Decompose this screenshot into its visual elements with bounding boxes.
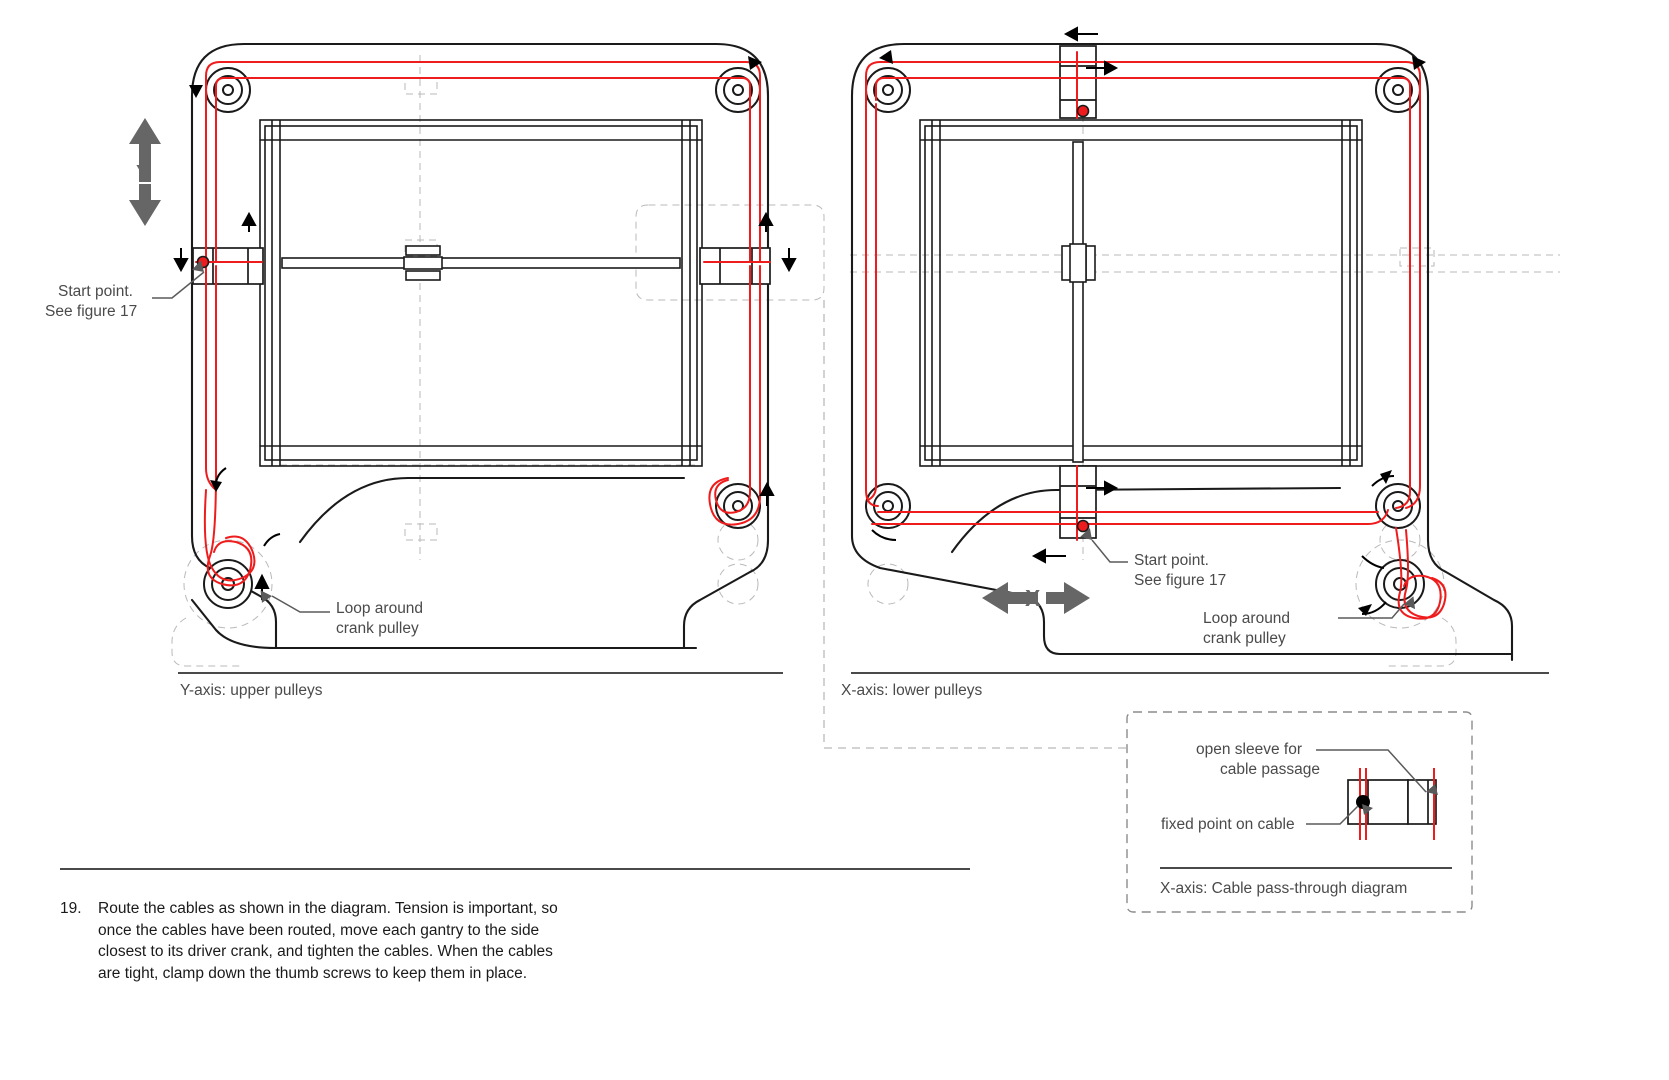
right-start-point-label-line2: See figure 17 — [1134, 572, 1227, 589]
right-caption-rule — [851, 672, 1549, 674]
y-axis-label: Y — [136, 160, 152, 186]
inset-open-sleeve-label-line2: cable passage — [1220, 761, 1320, 778]
left-figure-caption: Y-axis: upper pulleys — [180, 682, 323, 699]
instruction-text: Route the cables as shown in the diagram… — [98, 900, 558, 982]
inset-panel-border — [1126, 711, 1473, 913]
right-loop-crank-label-line1: Loop around — [1203, 610, 1291, 627]
left-caption-rule — [178, 672, 783, 674]
instruction-number: 19. — [60, 900, 82, 917]
inset-figure-caption: X-axis: Cable pass-through diagram — [1160, 880, 1408, 897]
inset-open-sleeve-label-line1: open sleeve for — [1196, 741, 1302, 758]
instruction-rule — [60, 868, 970, 870]
left-loop-crank-label-line2: crank pulley — [336, 620, 419, 637]
x-axis-label: X — [1025, 585, 1041, 611]
inset-fixed-point-label: fixed point on cable — [1161, 816, 1295, 833]
y-axis-arrow — [129, 118, 161, 226]
right-start-point-label-line1: Start point. — [1134, 552, 1209, 569]
x-axis-arrow — [982, 582, 1090, 614]
right-loop-crank-label-line2: crank pulley — [1203, 630, 1286, 647]
left-loop-crank-label-line1: Loop around — [336, 600, 424, 617]
right-fixed-point-dots — [1076, 104, 1090, 533]
instruction-step: 19. Route the cables as shown in the dia… — [60, 898, 560, 984]
left-start-point-label-line2: See figure 17 — [45, 303, 138, 320]
right-figure-caption: X-axis: lower pulleys — [841, 682, 983, 699]
left-start-point-label-line1: Start point. — [58, 283, 133, 300]
